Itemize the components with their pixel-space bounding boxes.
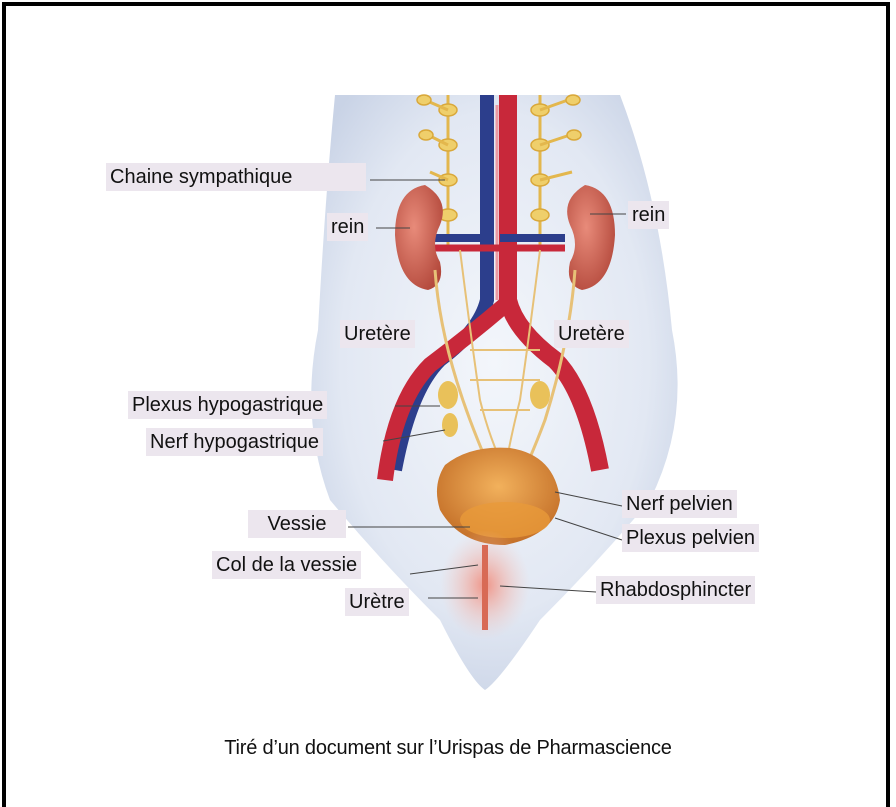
label-bladder: Vessie [248, 510, 346, 538]
label-kidney-right: rein [628, 201, 669, 229]
label-ureter-left: Uretère [340, 320, 415, 348]
label-bladder-neck: Col de la vessie [212, 551, 361, 579]
label-ureter-right: Uretère [554, 320, 629, 348]
label-kidney-left: rein [327, 213, 368, 241]
label-hypogastric-nerve: Nerf hypogastrique [146, 428, 323, 456]
label-pelvic-plexus: Plexus pelvien [622, 524, 759, 552]
label-sympathetic-chain: Chaine sympathique [106, 163, 366, 191]
figure-caption: Tiré d’un document sur l’Urispas de Phar… [0, 737, 896, 760]
label-pelvic-nerve: Nerf pelvien [622, 490, 737, 518]
label-rhabdosphincter: Rhabdosphincter [596, 576, 755, 604]
label-urethra: Urètre [345, 588, 409, 616]
label-hypogastric-plexus: Plexus hypogastrique [128, 391, 327, 419]
